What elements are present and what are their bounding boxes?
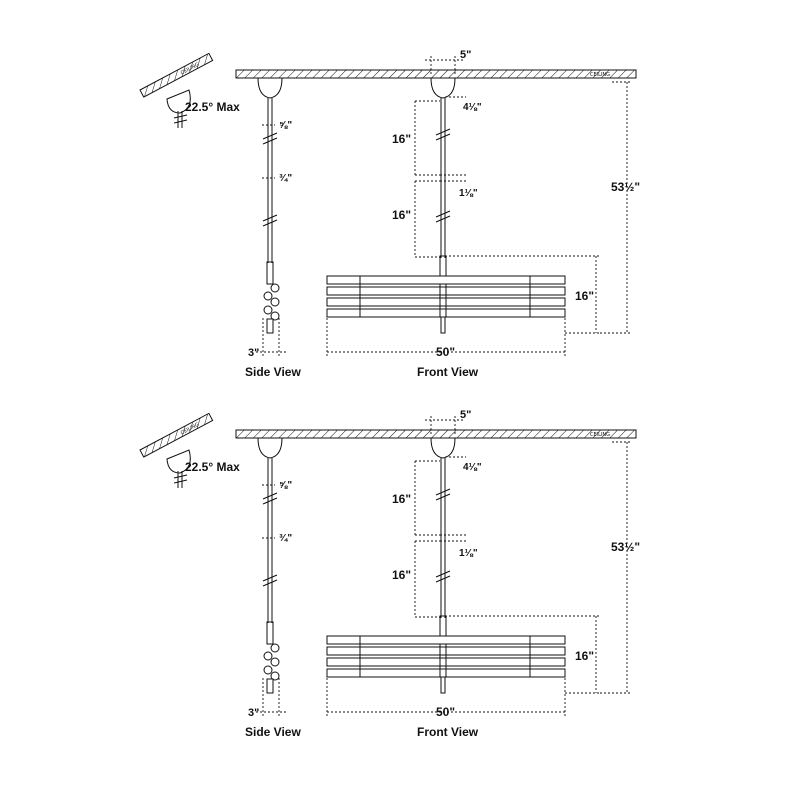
ceiling-label: CEILING	[590, 432, 610, 438]
upper-rod-label: ⅝"	[279, 120, 292, 131]
front-view: 5" 4⅛" 16" 1⅛" 16"	[326, 409, 640, 739]
overall-height-label: 53½"	[611, 540, 640, 554]
sloped-ceiling-slab	[139, 52, 214, 98]
ceiling-label: CEILING	[590, 72, 610, 78]
upper-rod-label: ⅝"	[279, 480, 292, 491]
rod-1-label: 16"	[392, 132, 411, 146]
side-view: ⅝" ¾" 3" Side View	[245, 77, 301, 379]
ceiling-bar: CEILING	[235, 69, 637, 79]
rod-break	[435, 210, 451, 223]
front-view-caption: Front View	[417, 725, 479, 739]
rod-break	[262, 132, 278, 145]
fixture-height-label: 16"	[575, 649, 594, 663]
front-width-label: 50"	[436, 345, 455, 359]
front-view-caption: Front View	[417, 365, 479, 379]
side-view: ⅝" ¾" 3" Side View	[245, 437, 301, 739]
sloped-ceiling-detail: CEILING 22.5° Max	[139, 52, 240, 128]
front-width-label: 50"	[436, 705, 455, 719]
rod-break	[262, 492, 278, 505]
side-view-caption: Side View	[245, 365, 301, 379]
rod-2-label: 16"	[392, 208, 411, 222]
sloped-canopy	[166, 89, 191, 114]
side-width-label: 3"	[248, 347, 259, 359]
rod-break	[435, 128, 451, 141]
rod-break	[262, 574, 278, 587]
front-canopy	[430, 77, 456, 99]
canopy-width-label: 5"	[460, 49, 471, 61]
slope-max-label: 22.5° Max	[185, 460, 240, 474]
overall-height-label: 53½"	[611, 180, 640, 194]
ceiling-bar: CEILING	[235, 429, 637, 439]
coupler-label: 1⅛"	[459, 188, 478, 199]
rod-1-label: 16"	[392, 492, 411, 506]
canopy-height-label: 4⅛"	[463, 462, 482, 473]
sloped-ceiling-slab	[139, 412, 214, 458]
rod-break	[262, 214, 278, 227]
rod-2-label: 16"	[392, 568, 411, 582]
side-width-label: 3"	[248, 707, 259, 719]
front-view: 5" 4⅛" 16" 1⅛" 16"	[326, 49, 640, 379]
sloped-canopy	[166, 449, 191, 474]
side-canopy	[257, 77, 283, 99]
lower-rod-label: ¾"	[279, 533, 292, 544]
lower-rod-label: ¾"	[279, 173, 292, 184]
rod-break	[435, 488, 451, 501]
fixture-height-label: 16"	[575, 289, 594, 303]
side-canopy	[257, 437, 283, 459]
rod-break	[435, 570, 451, 583]
coupler-label: 1⅛"	[459, 548, 478, 559]
slope-max-label: 22.5° Max	[185, 100, 240, 114]
fixture-body	[326, 255, 566, 334]
canopy-height-label: 4⅛"	[463, 102, 482, 113]
front-canopy	[430, 437, 456, 459]
canopy-width-label: 5"	[460, 409, 471, 421]
side-view-caption: Side View	[245, 725, 301, 739]
panel-bottom: CEILING 22.5° Max CEILING ⅝" ¾"	[139, 409, 640, 739]
fixture-body	[326, 615, 566, 694]
sloped-ceiling-detail: CEILING 22.5° Max	[139, 412, 240, 488]
panel-top: CEILING 22.5° Max CEILING ⅝" ¾"	[139, 49, 640, 379]
